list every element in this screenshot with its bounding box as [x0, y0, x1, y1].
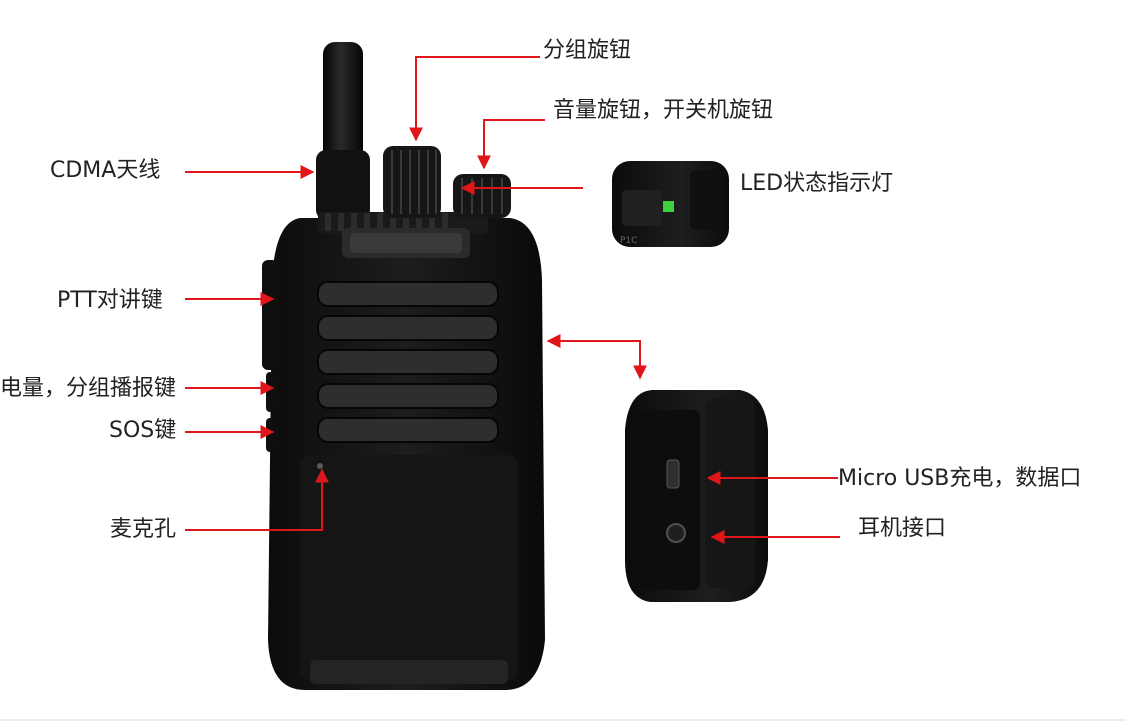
ports-inset-photo — [625, 390, 768, 602]
label-mic: 麦克孔 — [110, 517, 177, 542]
label-sos: SOS键 — [109, 418, 177, 443]
speaker-grille — [317, 281, 499, 443]
group-knob — [383, 146, 441, 218]
led-inset-photo: P1C — [612, 161, 729, 247]
label-volume-knob: 音量旋钮，开关机旋钮 — [553, 98, 774, 123]
led-indicator — [663, 201, 674, 212]
ptt-button — [262, 260, 278, 370]
earphone-jack — [666, 523, 686, 543]
label-group-knob: 分组旋钮 — [543, 38, 632, 63]
label-battery-group: 电量，分组播报键 — [0, 376, 177, 401]
callout-arrows — [185, 56, 840, 544]
usb-port — [666, 459, 680, 489]
label-ptt: PTT对讲键 — [57, 288, 163, 313]
label-led: LED状态指示灯 — [740, 171, 894, 196]
side-button-2 — [266, 418, 278, 452]
walkie-talkie-device — [262, 42, 545, 690]
bottom-divider — [0, 719, 1126, 721]
svg-text:P1C: P1C — [620, 236, 637, 246]
label-earphone: 耳机接口 — [858, 516, 947, 541]
label-antenna: CDMA天线 — [50, 158, 161, 183]
label-usb: Micro USB充电，数据口 — [838, 466, 1082, 491]
side-button-1 — [266, 372, 278, 412]
mic-hole — [317, 463, 323, 469]
